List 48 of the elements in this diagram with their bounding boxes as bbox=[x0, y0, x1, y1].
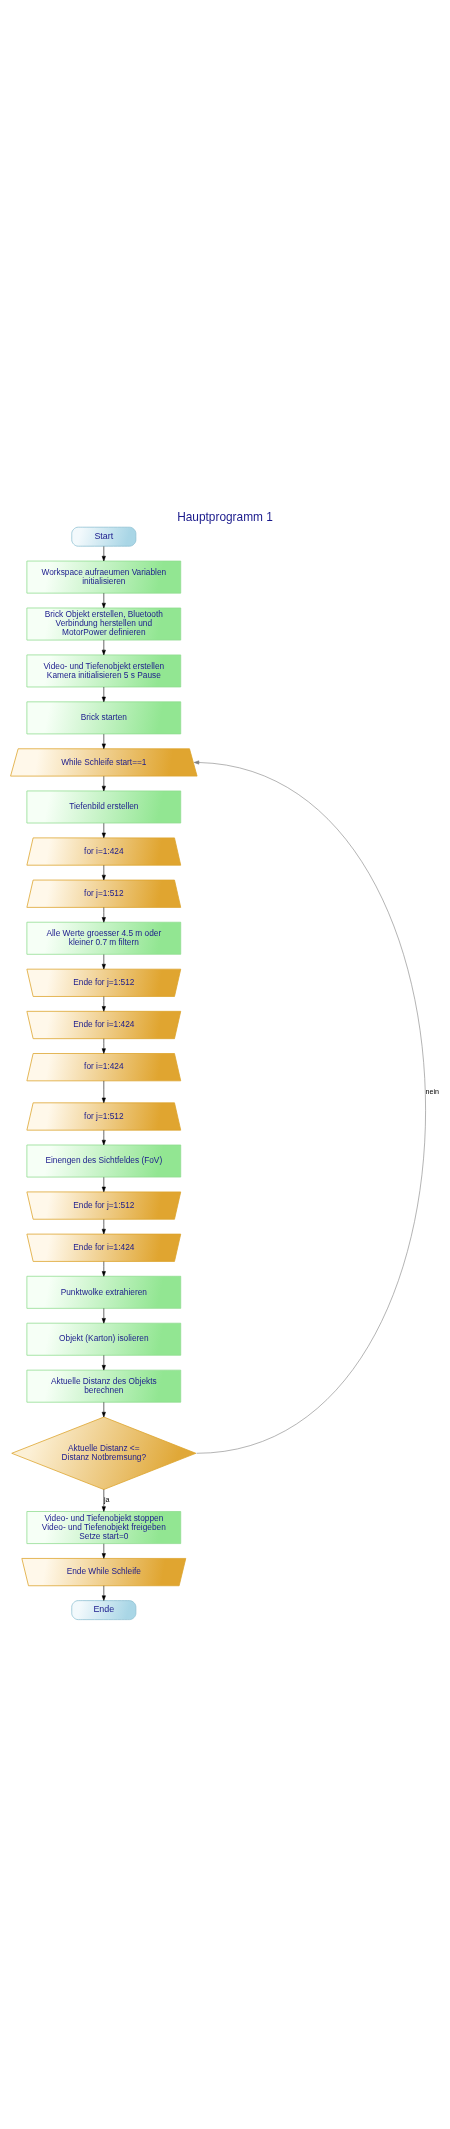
arrow bbox=[101, 1219, 106, 1235]
node-box: for j=1:512 bbox=[26, 879, 182, 908]
arrow bbox=[101, 639, 106, 656]
node-box: Ende for j=1:512 bbox=[26, 1191, 182, 1220]
node-box: Aktuelle Distanz des Objekts berechnen bbox=[26, 1369, 182, 1403]
node-box: for j=1:512 bbox=[26, 1102, 182, 1131]
node-box: Start bbox=[71, 526, 137, 547]
node-box: Ende While Schleife bbox=[21, 1558, 187, 1587]
arrow bbox=[101, 1489, 106, 1512]
arrow bbox=[101, 1543, 106, 1559]
node-box: Workspace aufraeumen Variablen initialisieren bbox=[26, 560, 182, 594]
arrow bbox=[101, 592, 106, 609]
arrow bbox=[101, 1038, 106, 1054]
arrow bbox=[101, 1080, 106, 1104]
arrow bbox=[101, 733, 106, 749]
node-box: for i=1:424 bbox=[26, 837, 182, 866]
arrow bbox=[101, 1355, 106, 1371]
arrow bbox=[101, 1401, 106, 1418]
arrow bbox=[101, 686, 106, 703]
node-box: Ende for i=1:424 bbox=[26, 1010, 182, 1040]
node-box: Ende for j=1:512 bbox=[26, 968, 182, 997]
diagram-title: Hauptprogramm 1 bbox=[177, 510, 273, 525]
node-box: Brick Objekt erstellen, Bluetooth Verbindung herstellen und MotorPower definieren bbox=[26, 607, 182, 641]
node-box: Alle Werte groesser 4.5 m oder kleiner 0.7 m filtern bbox=[26, 921, 182, 955]
arrow bbox=[101, 546, 106, 562]
node-box: Brick starten bbox=[26, 701, 182, 735]
arrow bbox=[101, 1130, 106, 1146]
node-box: Video- und Tiefenobjekt erstellen Kamera initialisieren 5 s Pause bbox=[26, 654, 182, 688]
arrow bbox=[101, 776, 106, 792]
node-box: for i=1:424 bbox=[26, 1053, 182, 1082]
arrow bbox=[193, 760, 426, 1454]
node-box: Video- und Tiefenobjekt stoppen Video- und Tiefenobjekt freigeben Setze start=0 bbox=[26, 1511, 182, 1544]
node-box: Punktwolke extrahieren bbox=[26, 1275, 182, 1309]
arrow bbox=[101, 954, 106, 970]
arrow bbox=[101, 1261, 106, 1277]
node-box: Ende for i=1:424 bbox=[26, 1233, 182, 1262]
node-box: Einengen des Sichtfeldes (FoV) bbox=[26, 1144, 182, 1178]
arrow bbox=[101, 822, 106, 839]
arrow bbox=[101, 996, 106, 1012]
arrow bbox=[101, 1177, 106, 1193]
node-box: Tiefenbild erstellen bbox=[26, 790, 182, 824]
arrow bbox=[101, 1308, 106, 1324]
node-diamond: Aktuelle Distanz <= Distanz Notbremsung? bbox=[11, 1416, 197, 1490]
node-box: Objekt (Karton) isolieren bbox=[26, 1322, 182, 1356]
arrow bbox=[101, 1585, 106, 1601]
arrow bbox=[101, 907, 106, 923]
arrow bbox=[101, 865, 106, 881]
node-box: Ende bbox=[71, 1600, 137, 1620]
